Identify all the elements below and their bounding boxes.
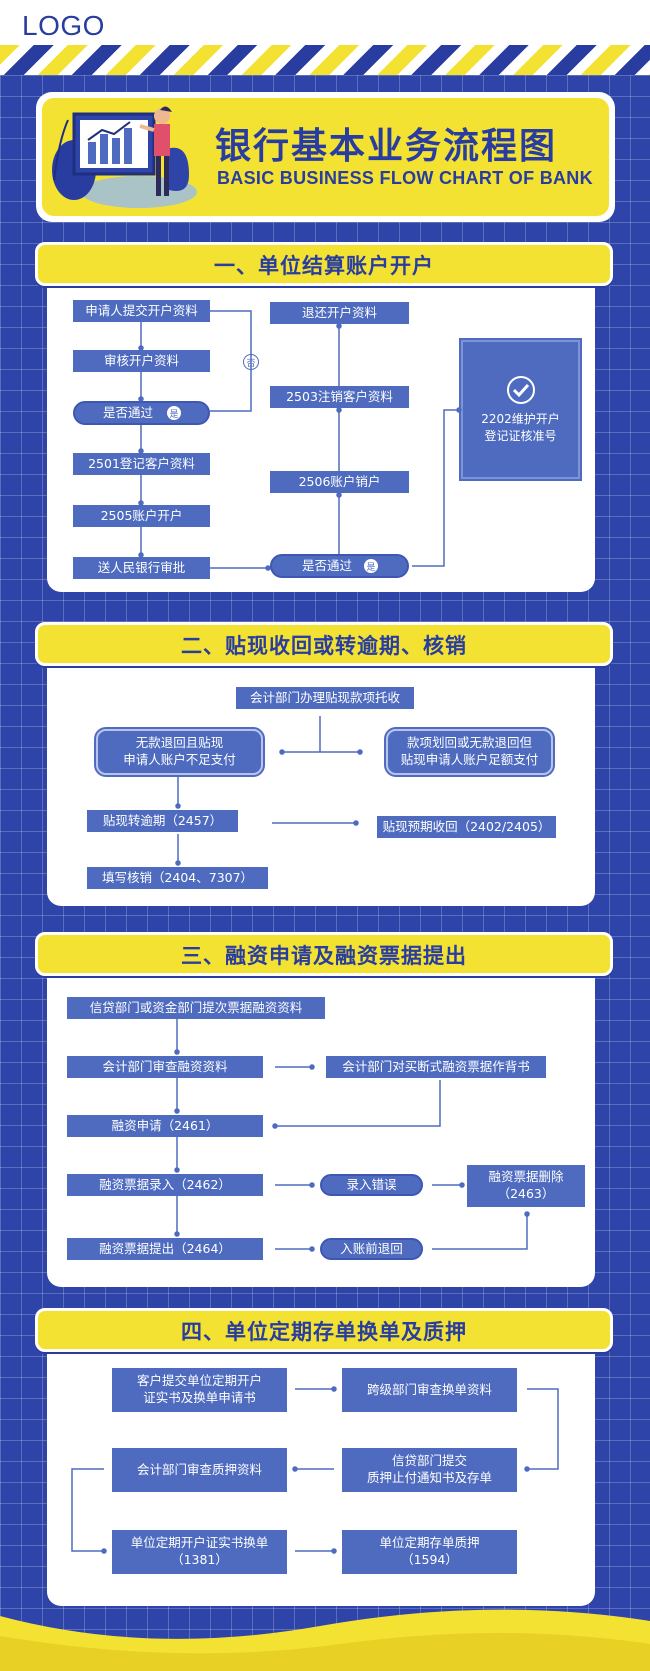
s1-approved-label-2: 是否通过 (302, 557, 353, 573)
s4-credit-submit: 信贷部门提交 质押止付通知书及存单 (342, 1448, 517, 1492)
section2-banner: 二、贴现收回或转逾期、核销 (35, 622, 613, 666)
s1-approved-check-2: 是否通过 (270, 554, 409, 578)
s4-exchange: 单位定期开户证实书换单 （1381） (112, 1530, 287, 1574)
s1-open-account: 2505账户开户 (73, 505, 210, 527)
s3-endorse: 会计部门对买断式融资票据作背书 (326, 1056, 546, 1078)
s2-insufficient: 无款退回且贴现 申请人账户不足支付 (94, 727, 265, 777)
section1-banner: 一、单位结算账户开户 (35, 242, 613, 286)
s1-register-customer: 2501登记客户资料 (73, 453, 210, 475)
s2-recovered: 贴现预期收回（2402/2405） (377, 816, 556, 838)
s1-yes-badge-2: 是 (363, 558, 379, 574)
s3-review: 会计部门审查融资资料 (67, 1056, 263, 1078)
s2-collection: 会计部门办理贴现款项托收 (236, 687, 414, 709)
stripe-border (0, 45, 650, 75)
s4-review-exchange: 跨级部门审查换单资料 (342, 1368, 517, 1412)
footer-wave (0, 1609, 650, 1671)
s4-customer-submit: 客户提交单位定期开户 证实书及换单申请书 (112, 1368, 287, 1412)
s4-pledge-review: 会计部门审查质押资料 (112, 1448, 287, 1492)
s2-sufficient: 款项划回或无款退回但 贴现申请人账户足额支付 (384, 727, 555, 777)
s1-approved-check: 是否通过 (73, 401, 210, 425)
check-circle-icon (506, 376, 535, 405)
section3-banner: 三、融资申请及融资票据提出 (35, 932, 613, 976)
s1-cancel-customer: 2503注销客户资料 (270, 386, 409, 408)
section3-title: 三、融资申请及融资票据提出 (181, 944, 467, 968)
section4-title: 四、单位定期存单换单及质押 (181, 1320, 467, 1344)
s4-pledge: 单位定期存单质押 （1594） (342, 1530, 517, 1574)
presenter-illustration (52, 106, 197, 208)
page-subtitle: BASIC BUSINESS FLOW CHART OF BANK (217, 168, 593, 188)
s3-delete: 融资票据删除 （2463） (467, 1165, 585, 1207)
s3-submit: 信贷部门或资金部门提次票据融资资料 (67, 997, 325, 1019)
s1-final-label: 2202维护开户 登记证核准号 (481, 412, 560, 443)
s2-overdue: 贴现转逾期（2457） (87, 810, 238, 832)
page-title: 银行基本业务流程图 (215, 126, 558, 167)
logo: LOGO (22, 10, 105, 41)
s2-writeoff: 填写核销（2404、7307） (87, 867, 268, 889)
s3-submit-bill: 融资票据提出（2464） (67, 1238, 263, 1260)
s1-return-docs: 退还开户资料 (270, 302, 409, 324)
s1-review-docs: 审核开户资料 (73, 350, 210, 372)
s1-close-account: 2506账户销户 (270, 471, 409, 493)
s1-approved-label: 是否通过 (103, 404, 154, 420)
s1-final-box: 2202维护开户 登记证核准号 (459, 338, 582, 481)
s3-entry: 融资票据录入（2462） (67, 1174, 263, 1196)
s1-no-badge: 否 (243, 354, 259, 370)
section4-banner: 四、单位定期存单换单及质押 (35, 1308, 613, 1352)
s3-error: 录入错误 (320, 1174, 423, 1196)
section2-title: 二、贴现收回或转逾期、核销 (181, 634, 467, 658)
s3-return: 入账前退回 (320, 1238, 423, 1260)
s1-pboc-approval: 送人民银行审批 (73, 557, 210, 579)
top-bar: LOGO (0, 0, 650, 48)
section1-title: 一、单位结算账户开户 (214, 254, 434, 278)
s1-submit-docs: 申请人提交开户资料 (73, 300, 210, 322)
s3-apply: 融资申请（2461） (67, 1115, 263, 1137)
s1-yes-badge: 是 (166, 405, 182, 421)
